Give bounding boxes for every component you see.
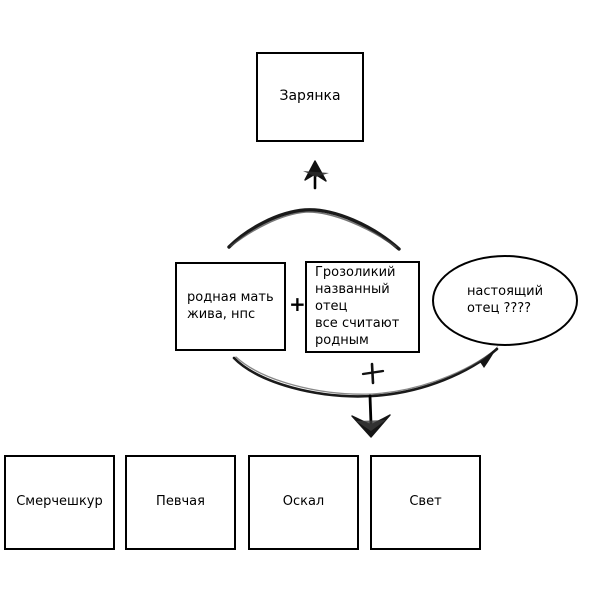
node-zaryanka-label: Зарянка bbox=[279, 88, 341, 105]
node-child-oskal-label: Оскал bbox=[282, 494, 325, 510]
node-real-father-ellipse[interactable]: настоящий отец ???? bbox=[432, 255, 578, 346]
upper-brace-arc bbox=[227, 208, 401, 251]
node-zaryanka[interactable]: Зарянка bbox=[256, 52, 364, 142]
arrow-down-to-children bbox=[351, 394, 391, 438]
node-child-pevchaya-label: Певчая bbox=[156, 494, 205, 510]
plus-icon-middle: + bbox=[289, 292, 306, 316]
node-real-father-label: настоящий отец ???? bbox=[466, 283, 544, 316]
node-child-svet[interactable]: Свет bbox=[370, 455, 481, 550]
node-mother-label: родная мать жива, нпс bbox=[187, 290, 274, 322]
node-child-svet-label: Свет bbox=[409, 494, 442, 510]
node-child-smercheshkur[interactable]: Смерчешкур bbox=[4, 455, 115, 550]
node-child-smercheshkur-label: Смерчешкур bbox=[16, 494, 103, 510]
node-child-oskal[interactable]: Оскал bbox=[248, 455, 359, 550]
node-child-pevchaya[interactable]: Певчая bbox=[125, 455, 236, 550]
node-grozolikiy-label: Грозоликий названный отец все считают ро… bbox=[315, 265, 400, 348]
arrow-up-to-zaryanka bbox=[303, 160, 329, 190]
node-grozolikiy[interactable]: Грозоликий названный отец все считают ро… bbox=[305, 261, 420, 353]
lower-brace-arc bbox=[232, 346, 499, 398]
lower-plus-icon bbox=[361, 362, 385, 385]
node-mother[interactable]: родная мать жива, нпс bbox=[175, 262, 286, 351]
